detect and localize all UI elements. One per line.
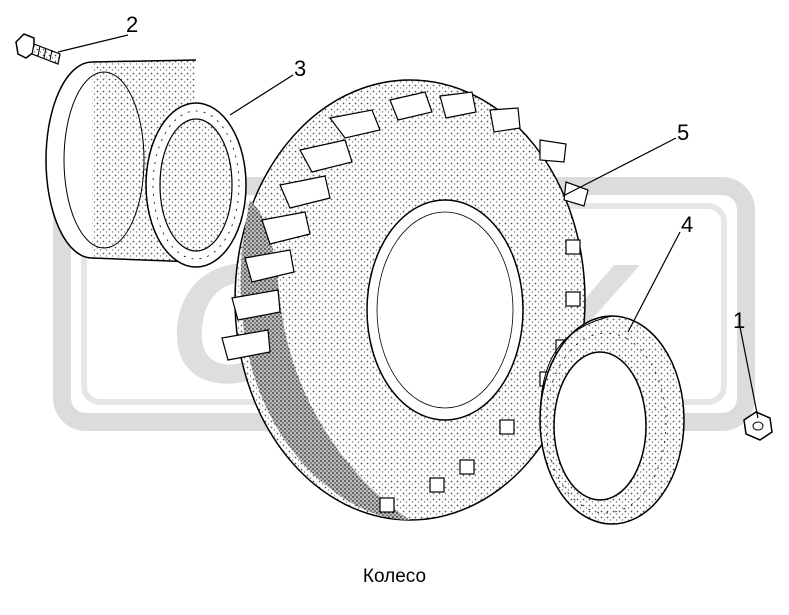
diagram-caption: Колесо bbox=[362, 566, 427, 587]
callout-3: 3 bbox=[294, 56, 306, 81]
tire bbox=[221, 79, 589, 521]
leader-lines bbox=[57, 34, 759, 419]
callout-2: 2 bbox=[126, 12, 138, 37]
nut bbox=[743, 411, 773, 441]
callout-1: 1 bbox=[733, 308, 745, 333]
callout-5: 5 bbox=[677, 120, 689, 145]
bolt bbox=[15, 33, 61, 65]
flange-ring bbox=[539, 315, 685, 525]
callout-4: 4 bbox=[681, 212, 693, 237]
wheel-rim bbox=[45, 59, 247, 268]
